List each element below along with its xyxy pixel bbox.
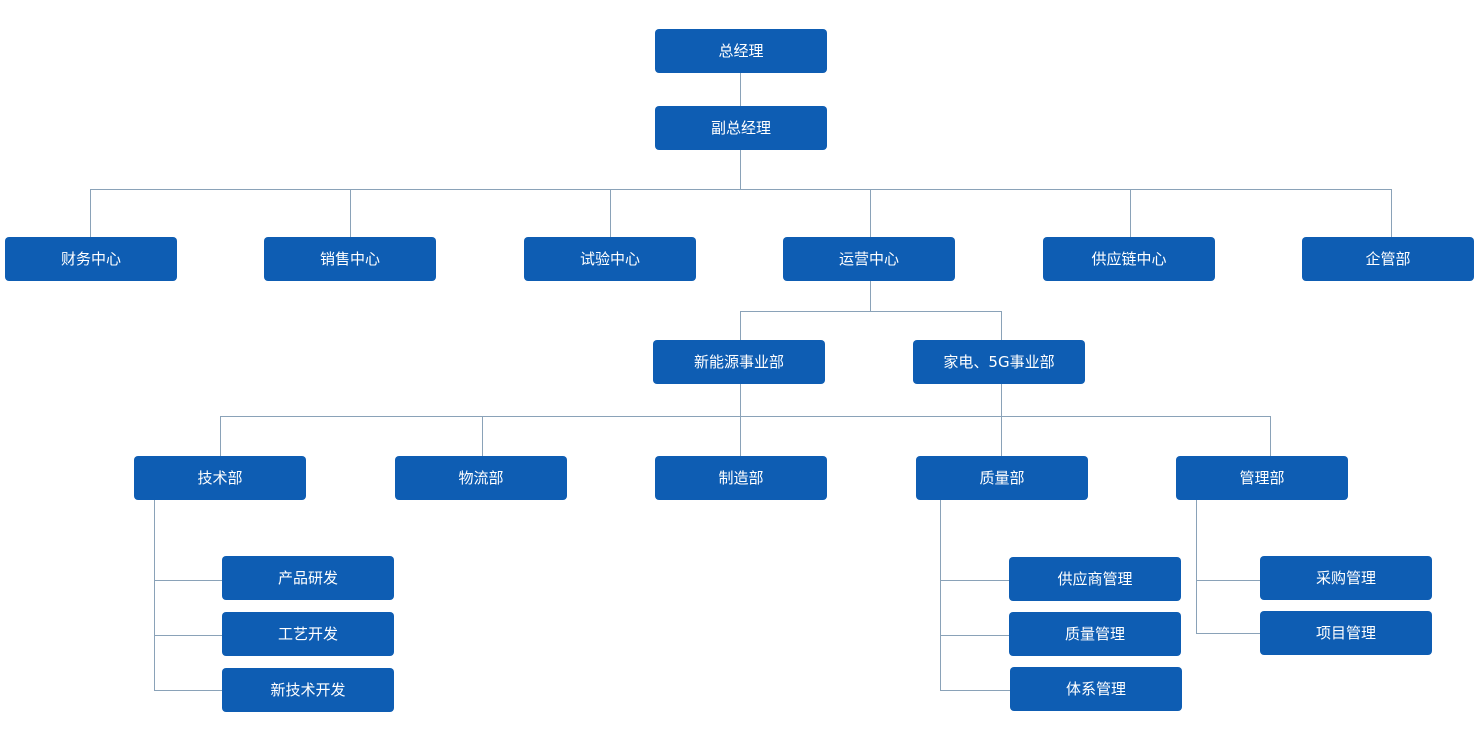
node-supply-chain-center: 供应链中心 xyxy=(1043,237,1215,281)
node-new-technology-development: 新技术开发 xyxy=(222,668,394,712)
node-product-rd: 产品研发 xyxy=(222,556,394,600)
node-quality-management: 质量管理 xyxy=(1009,612,1181,656)
node-system-management: 体系管理 xyxy=(1010,667,1182,711)
node-quality-dept: 质量部 xyxy=(916,456,1088,500)
node-enterprise-management-dept: 企管部 xyxy=(1302,237,1474,281)
node-manufacturing-dept: 制造部 xyxy=(655,456,827,500)
node-ceo: 总经理 xyxy=(655,29,827,73)
node-deputy-general-manager: 副总经理 xyxy=(655,106,827,150)
node-testing-center: 试验中心 xyxy=(524,237,696,281)
node-new-energy-bu: 新能源事业部 xyxy=(653,340,825,384)
node-supplier-management: 供应商管理 xyxy=(1009,557,1181,601)
node-procurement-management: 采购管理 xyxy=(1260,556,1432,600)
node-process-development: 工艺开发 xyxy=(222,612,394,656)
node-project-management: 项目管理 xyxy=(1260,611,1432,655)
node-sales-center: 销售中心 xyxy=(264,237,436,281)
node-management-dept: 管理部 xyxy=(1176,456,1348,500)
node-finance-center: 财务中心 xyxy=(5,237,177,281)
node-technology-dept: 技术部 xyxy=(134,456,306,500)
node-appliance-5g-bu: 家电、5G事业部 xyxy=(913,340,1085,384)
node-logistics-dept: 物流部 xyxy=(395,456,567,500)
node-operations-center: 运营中心 xyxy=(783,237,955,281)
